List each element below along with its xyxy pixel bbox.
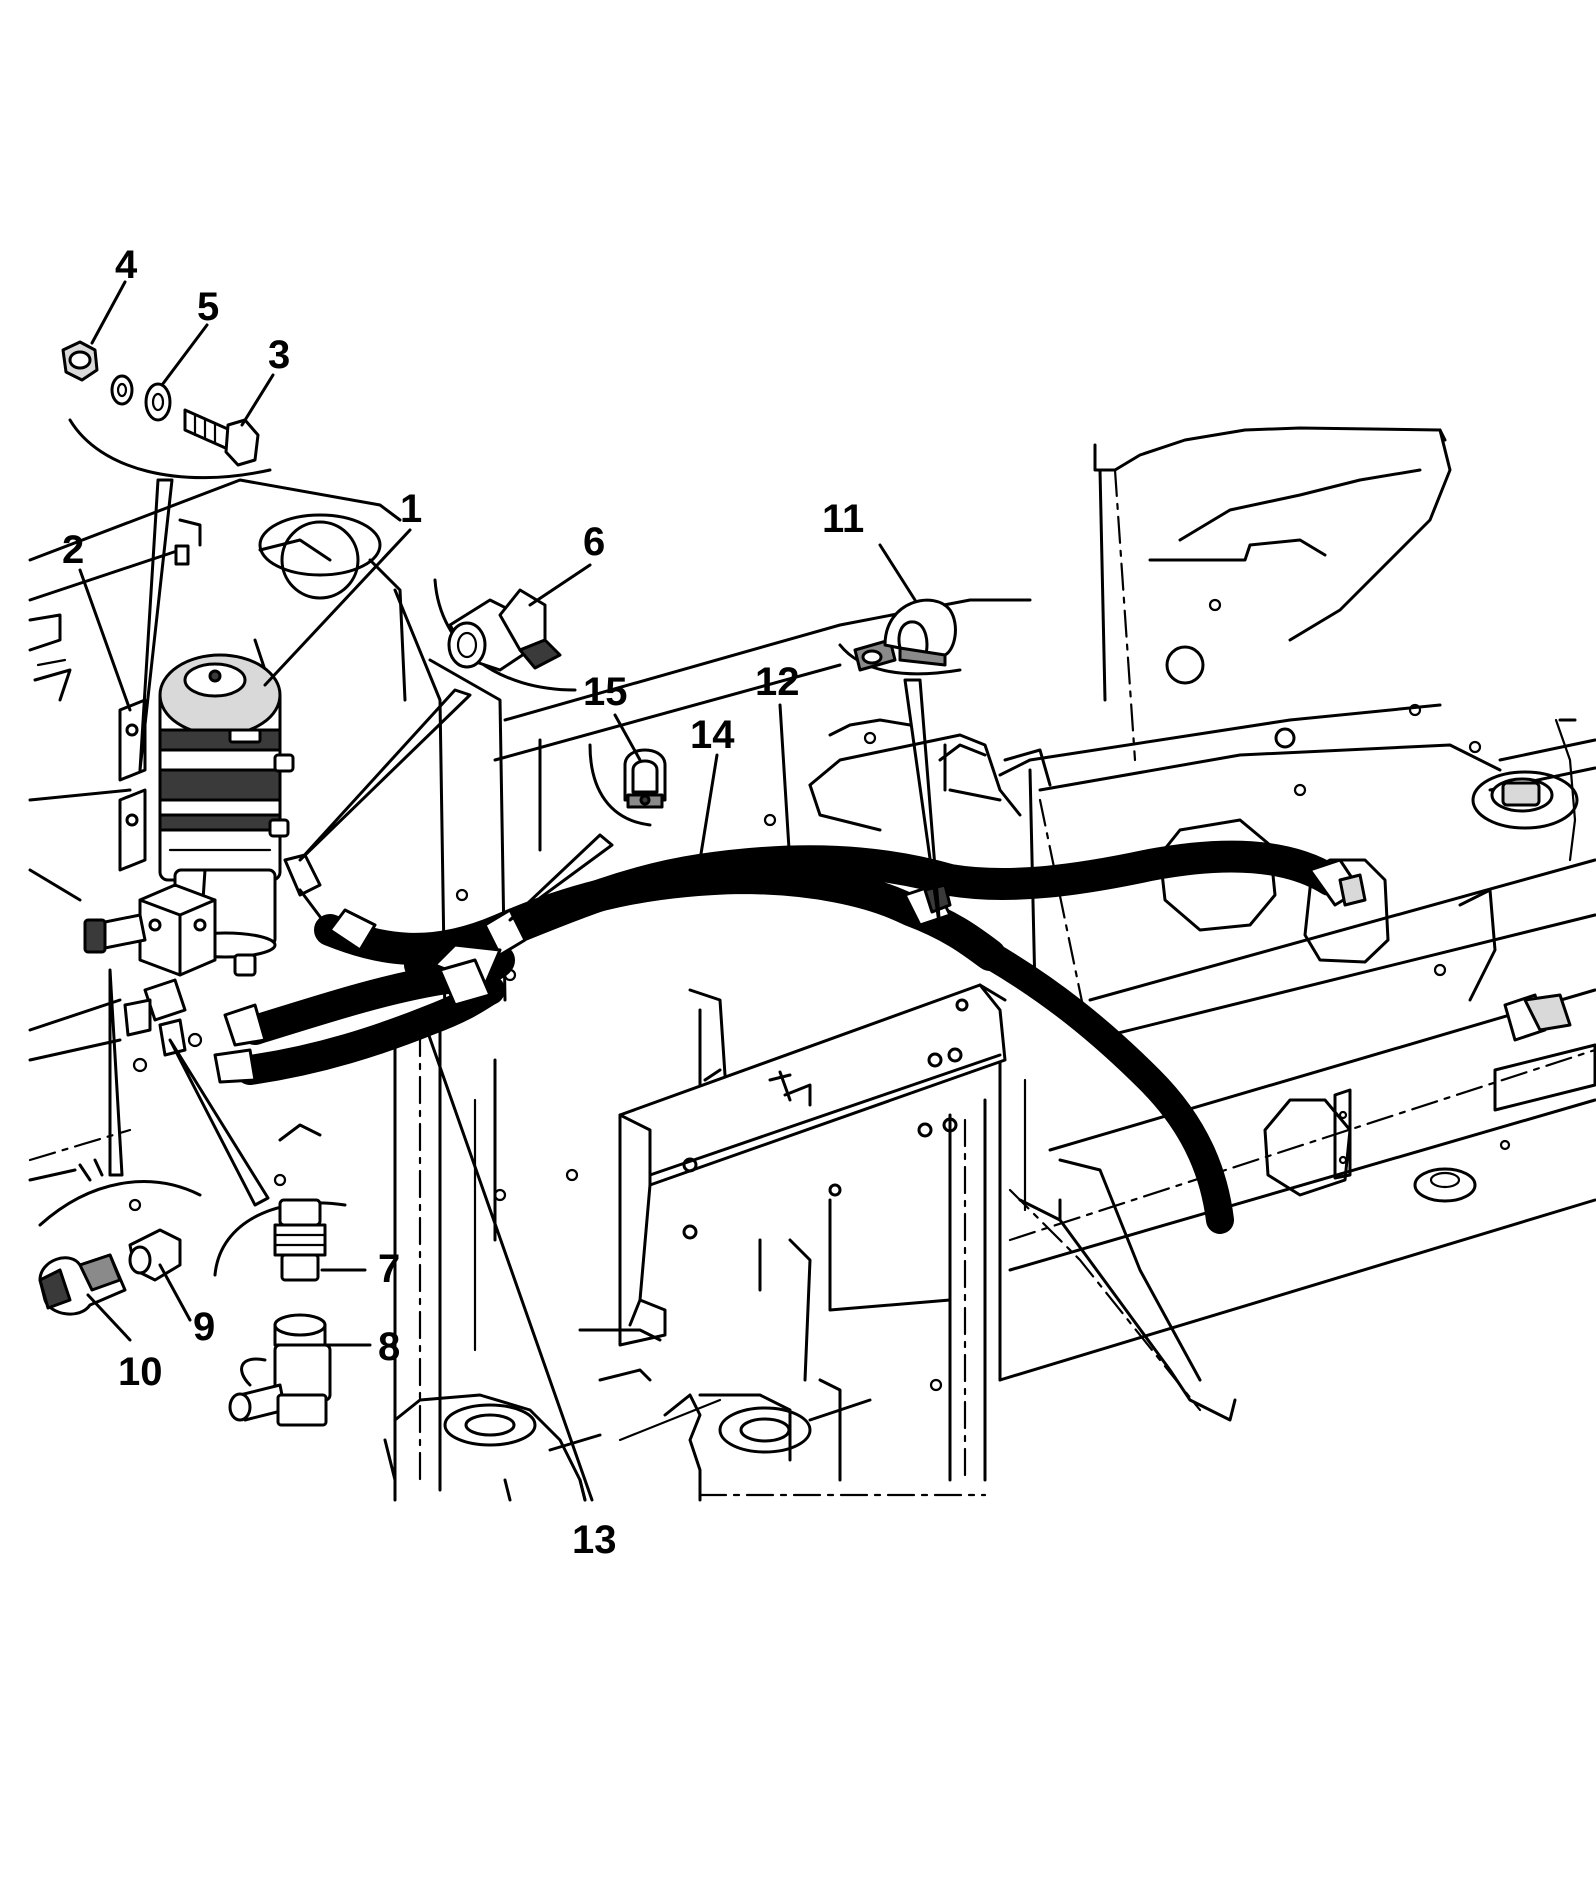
callout-8: 8	[378, 1325, 400, 1369]
callout-15: 15	[583, 670, 628, 714]
detail-clamp-11	[838, 598, 962, 932]
pump-unit	[83, 653, 332, 1057]
callout-9: 9	[193, 1305, 215, 1349]
callout-10: 10	[118, 1350, 163, 1394]
callout-14: 14	[690, 713, 735, 757]
callout-1: 1	[400, 487, 422, 531]
callout-2: 2	[62, 528, 84, 572]
callout-5: 5	[197, 285, 219, 329]
detail-hardware-3-4-5	[61, 340, 272, 772]
detail-fittings-7-8	[168, 1038, 347, 1427]
callout-11: 11	[822, 497, 864, 541]
chassis-frame	[28, 426, 1596, 1502]
detail-sensor-9-10	[38, 968, 202, 1316]
callout-6: 6	[583, 520, 605, 564]
callout-7: 7	[378, 1247, 400, 1291]
callout-3: 3	[268, 333, 290, 377]
callout-4: 4	[115, 243, 138, 287]
callout-12: 12	[755, 660, 800, 704]
callout-labels: 1 2 3 4 5 6 7 8 9 10 11 12 13 14 15	[62, 243, 864, 1562]
detail-fitting-6	[298, 578, 577, 862]
callout-13: 13	[572, 1518, 617, 1562]
detail-clip-15	[508, 743, 667, 922]
hose-assembly	[213, 840, 1367, 1234]
leader-lines	[78, 280, 917, 1502]
